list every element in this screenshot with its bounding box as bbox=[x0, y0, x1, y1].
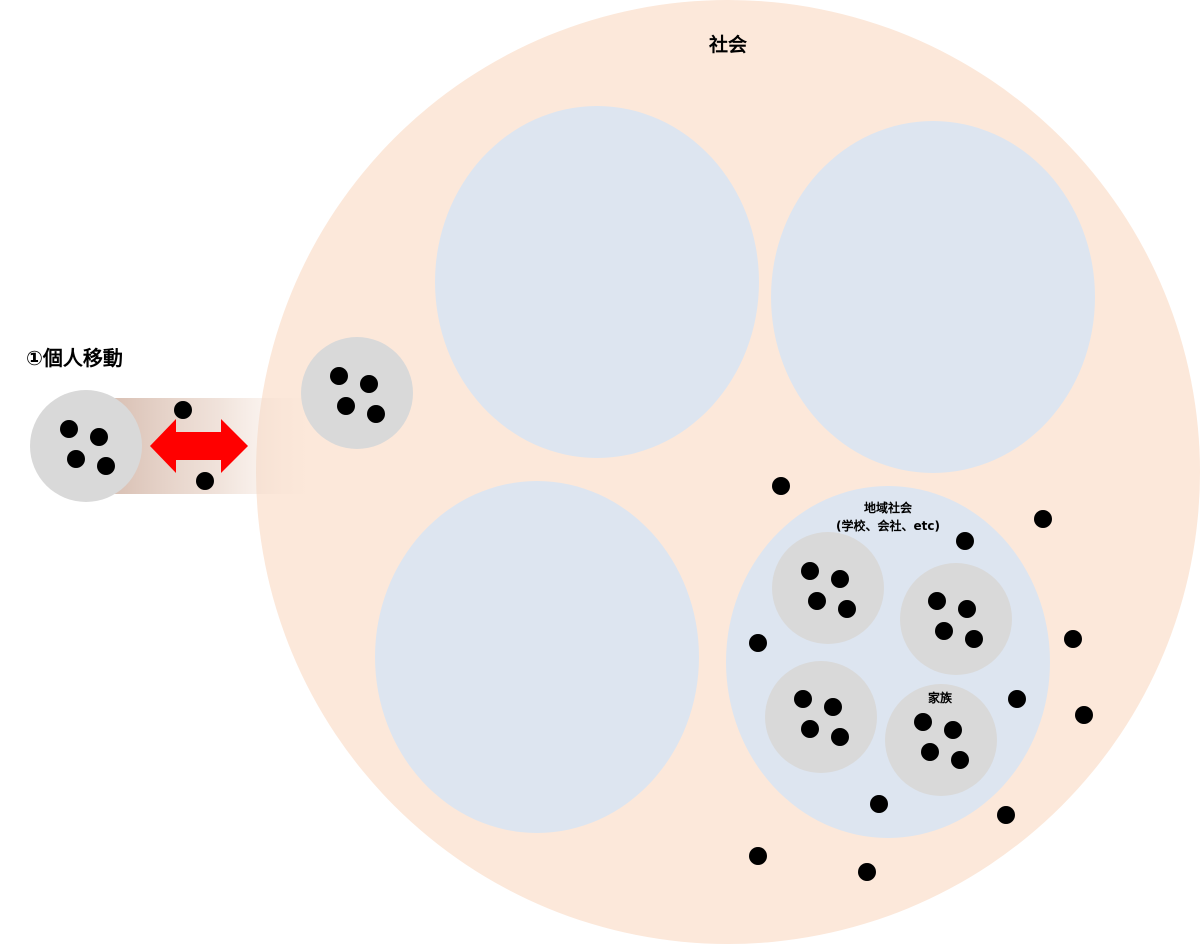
group-ellipse-top-left bbox=[435, 106, 759, 458]
community-label-line2: (学校、会社、etc) bbox=[836, 518, 940, 533]
person-dot-icon bbox=[808, 592, 826, 610]
person-dot-icon bbox=[831, 570, 849, 588]
person-dot-icon bbox=[749, 634, 767, 652]
person-dot-icon bbox=[801, 720, 819, 738]
person-dot-icon bbox=[330, 367, 348, 385]
person-dot-icon bbox=[928, 592, 946, 610]
person-dot-icon bbox=[951, 751, 969, 769]
person-dot-icon bbox=[360, 375, 378, 393]
group-ellipse-bottom-left bbox=[375, 481, 699, 833]
moving-family-circle-right bbox=[301, 337, 413, 449]
people bbox=[60, 367, 1093, 881]
family-circle-2 bbox=[900, 563, 1012, 675]
person-dot-icon bbox=[944, 721, 962, 739]
person-dot-icon bbox=[367, 405, 385, 423]
person-dot-icon bbox=[997, 806, 1015, 824]
person-dot-icon bbox=[831, 728, 849, 746]
person-dot-icon bbox=[794, 690, 812, 708]
family-circle-1 bbox=[772, 532, 884, 644]
person-dot-icon bbox=[60, 420, 78, 438]
person-dot-icon bbox=[97, 457, 115, 475]
society-circle bbox=[256, 0, 1200, 944]
person-dot-icon bbox=[90, 428, 108, 446]
person-dot-icon bbox=[1034, 510, 1052, 528]
group-ellipse-top-right bbox=[771, 121, 1095, 473]
double-headed-arrow-icon bbox=[150, 419, 248, 473]
person-dot-icon bbox=[935, 622, 953, 640]
person-dot-icon bbox=[956, 532, 974, 550]
person-dot-icon bbox=[67, 450, 85, 468]
person-dot-icon bbox=[858, 863, 876, 881]
person-dot-icon bbox=[824, 698, 842, 716]
society-label: 社会 bbox=[708, 33, 747, 56]
community-label-line1: 地域社会 bbox=[864, 500, 913, 515]
individual-movement-label: ①個人移動 bbox=[26, 346, 123, 370]
person-dot-icon bbox=[958, 600, 976, 618]
family-circle-3 bbox=[765, 661, 877, 773]
person-dot-icon bbox=[772, 477, 790, 495]
person-dot-icon bbox=[1075, 706, 1093, 724]
family-circle-4 bbox=[885, 684, 997, 796]
person-dot-icon bbox=[1064, 630, 1082, 648]
person-dot-icon bbox=[914, 713, 932, 731]
person-dot-icon bbox=[965, 630, 983, 648]
person-dot-icon bbox=[921, 743, 939, 761]
person-dot-icon bbox=[870, 795, 888, 813]
person-dot-icon bbox=[801, 562, 819, 580]
person-dot-icon bbox=[1008, 690, 1026, 708]
person-dot-icon bbox=[838, 600, 856, 618]
family-label: 家族 bbox=[928, 690, 953, 705]
moving-family-circle-left bbox=[30, 390, 142, 502]
person-dot-icon bbox=[749, 847, 767, 865]
person-dot-icon bbox=[174, 401, 192, 419]
person-dot-icon bbox=[337, 397, 355, 415]
community-ellipse bbox=[726, 486, 1050, 838]
person-dot-icon bbox=[196, 472, 214, 490]
